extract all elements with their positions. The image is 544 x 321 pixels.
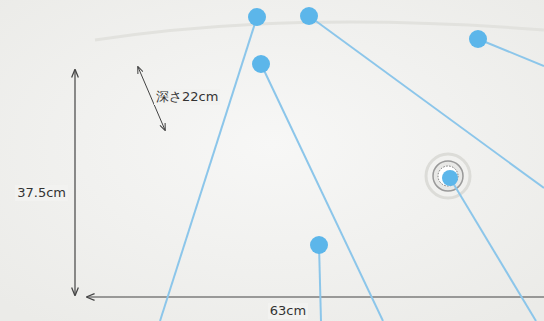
drain-symbol bbox=[426, 154, 470, 198]
callout-leaders bbox=[160, 16, 544, 321]
callout-dots bbox=[248, 7, 487, 254]
height-dimension-line bbox=[74, 70, 75, 295]
width-dimension: 63cm bbox=[268, 303, 308, 319]
height-dimension: 37.5cm bbox=[15, 185, 68, 201]
depth-dimension: 深さ22cm bbox=[154, 89, 220, 105]
width-dimension-line bbox=[87, 296, 544, 297]
